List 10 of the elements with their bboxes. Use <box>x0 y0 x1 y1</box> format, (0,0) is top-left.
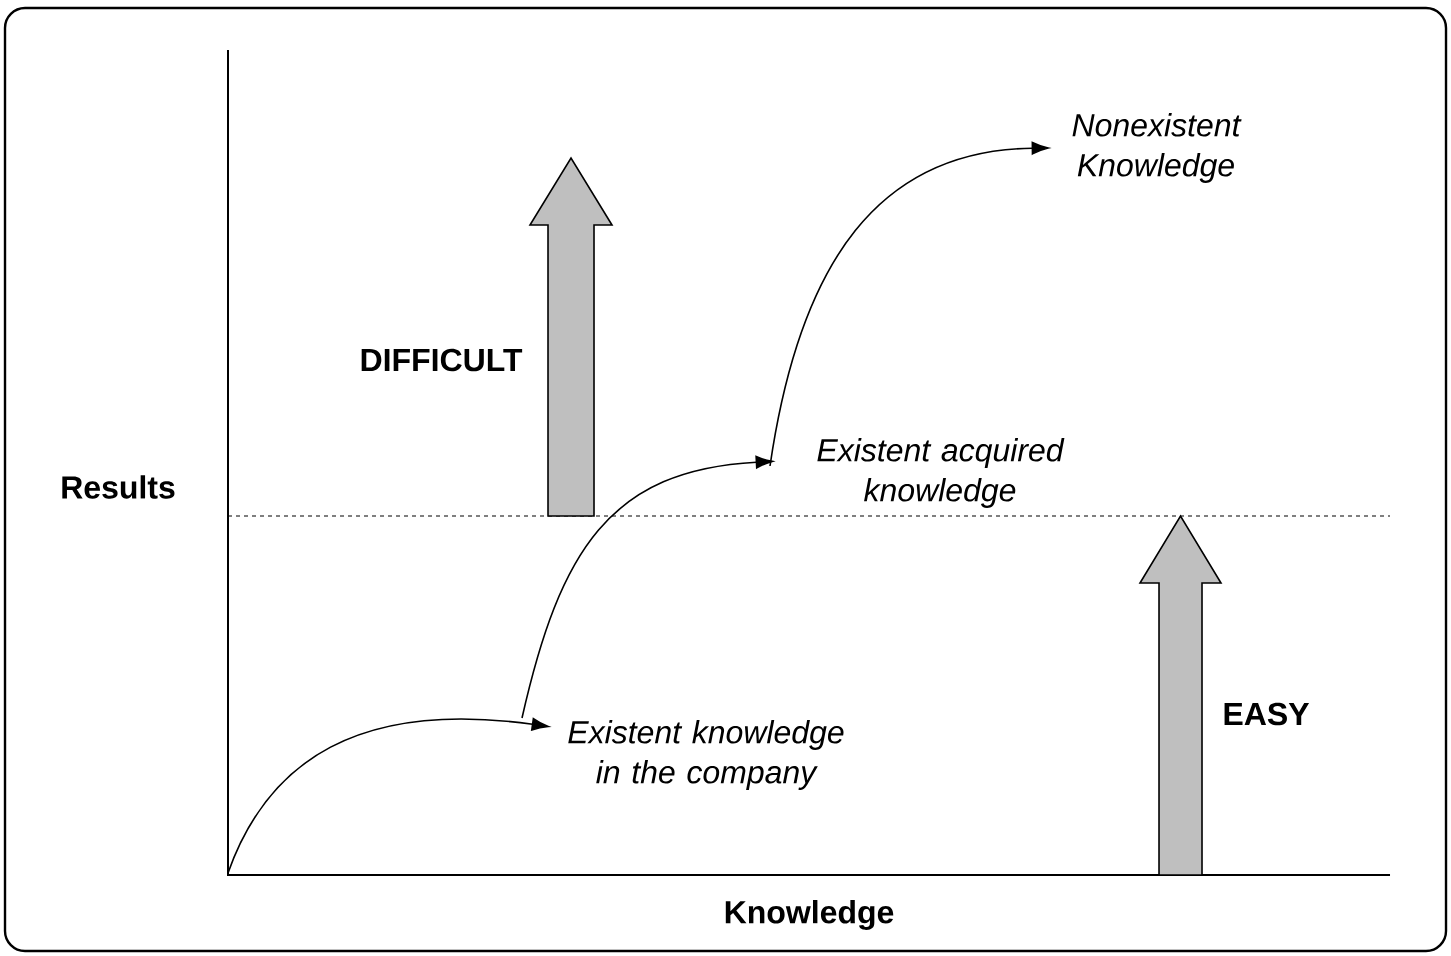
curved-arrow <box>521 455 773 719</box>
curve-label: Nonexistent Knowledge <box>1072 113 1242 183</box>
difficulty-label: DIFFICULT <box>361 348 523 372</box>
axis-title: Results <box>62 475 175 499</box>
curve-label: Existent knowledge in the company <box>568 720 844 790</box>
curve-label: Existent acquired knowledge <box>817 438 1065 508</box>
axis-title: Knowledge <box>725 900 894 930</box>
difficulty-label: EASY <box>1224 702 1310 726</box>
curved-arrow <box>769 141 1049 467</box>
curved-arrow <box>227 717 549 874</box>
